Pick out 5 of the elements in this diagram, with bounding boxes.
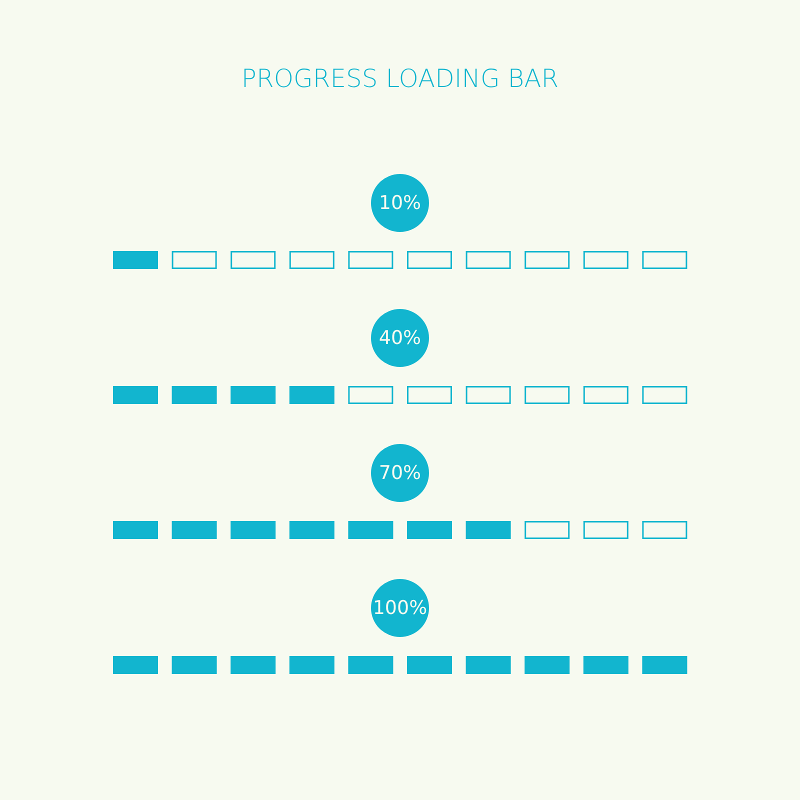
title: PROGRESS LOADING BAR [240,64,560,93]
percent-badge: 40% [371,309,429,367]
percent-badge: 70% [371,444,429,502]
percent-badge: 100% [371,579,429,637]
percent-badge: 10% [371,174,429,232]
